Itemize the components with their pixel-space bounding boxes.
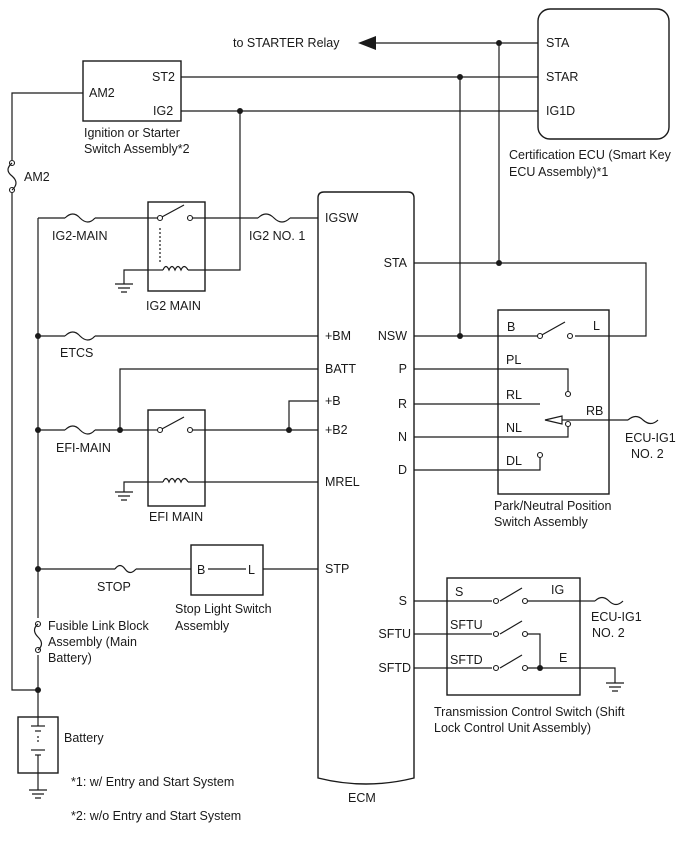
trans-switch-name-1: Transmission Control Switch (Shift [434,705,625,719]
fuse-etcs-label: ETCS [60,346,93,360]
ecm-pin-stp: STP [325,562,349,576]
fuse-ig2-no1-label: IG2 NO. 1 [249,229,305,243]
stop-switch-pin-b: B [197,563,205,577]
fuse-ecu-ig1-trans-icon [594,596,624,606]
cert-pin-sta: STA [546,36,570,50]
pnp-pin-b: B [507,320,515,334]
ecm-pin-d: D [398,463,407,477]
fusible-link-name-1: Fusible Link Block [48,619,149,633]
fuse-etcs-icon [64,331,96,341]
ecm-pin-igsw: IGSW [325,211,359,225]
fuse-am2-label: AM2 [24,170,50,184]
ecm-pin-sftd: SFTD [378,661,411,675]
pnp-pin-pl: PL [506,353,521,367]
relay-ig2-main-label: IG2 MAIN [146,299,201,313]
battery-label: Battery [64,731,104,745]
ecm-pin-nsw: NSW [378,329,407,343]
ground-icon [115,283,133,293]
footnote-2: *2: w/o Entry and Start System [71,809,241,823]
trans-pin-s: S [455,585,463,599]
ecm-pin-bm: +BM [325,329,351,343]
cert-pin-star: STAR [546,70,578,84]
pnp-ecu-ig1-2: NO. 2 [631,447,664,461]
cert-ecu-name-1: Certification ECU (Smart Key [509,148,672,162]
fuse-stop-label: STOP [97,580,131,594]
ignition-switch-box [82,60,182,122]
relay-efi-main-label: EFI MAIN [149,510,203,524]
ecm-name: ECM [348,791,376,805]
ecm-pin-mrel: MREL [325,475,360,489]
ground-icon [606,682,624,692]
stop-switch-box [190,544,264,596]
starter-relay-label: to STARTER Relay [233,36,340,50]
pnp-switch-name-1: Park/Neutral Position [494,499,611,513]
trans-pin-sftd: SFTD [450,653,483,667]
ecm-pin-n: N [398,430,407,444]
ecm-pin-p: P [399,362,407,376]
trans-pin-e: E [559,651,567,665]
pnp-pin-nl: NL [506,421,522,435]
fusible-link-name-2: Assembly (Main [48,635,137,649]
cert-ecu-box [537,8,670,140]
ground-symbols [29,283,624,799]
fusible-link-icon [33,623,43,651]
junction-dots [35,40,543,693]
trans-ecu-ig1-2: NO. 2 [592,626,625,640]
pnp-pin-dl: DL [506,454,522,468]
ecm-pin-s: S [399,594,407,608]
ignition-switch-name-2: Switch Assembly*2 [84,142,190,156]
trans-ecu-ig1-1: ECU-IG1 [591,610,642,624]
fuse-am2-icon [7,162,17,191]
ignition-pin-ig2: IG2 [153,104,173,118]
wires [11,42,647,790]
fuse-ig2-main-icon [64,213,96,223]
arrow-left-icon [358,36,376,50]
pnp-pin-l: L [593,319,600,333]
ig2-main-relay-box [147,201,206,292]
ecm-pin-r: R [398,397,407,411]
ignition-pin-st2: ST2 [152,70,175,84]
pnp-ecu-ig1-1: ECU-IG1 [625,431,676,445]
fuse-ig2-main-label: IG2-MAIN [52,229,108,243]
fuse-ig2-no1-icon [257,213,291,223]
ignition-pin-am2: AM2 [89,86,115,100]
ecm-pin-b: +B [325,394,341,408]
cert-pin-ig1d: IG1D [546,104,575,118]
ecm-pin-sftu: SFTU [378,627,411,641]
trans-switch-name-2: Lock Control Unit Assembly) [434,721,591,735]
fuse-symbols [7,162,659,651]
fuse-ecu-ig1-pnp-icon [627,415,659,425]
ground-icon [29,789,47,799]
pnp-pin-rl: RL [506,388,522,402]
efi-main-relay-box [147,409,206,507]
stop-switch-name-2: Assembly [175,619,230,633]
pnp-pin-rb: RB [586,404,603,418]
fuse-efi-main-icon [64,425,96,435]
ecm-pin-batt: BATT [325,362,356,376]
ground-icon [115,491,133,501]
contact-points [8,159,574,672]
trans-pin-sftu: SFTU [450,618,483,632]
pnp-switch-box [497,309,610,495]
switch-contacts [31,204,609,773]
ecm-pin-sta: STA [384,256,408,270]
ecm-pin-b2: +B2 [325,423,348,437]
fusible-link-name-3: Battery) [48,651,92,665]
cert-ecu-name-2: ECU Assembly)*1 [509,165,608,179]
trans-pin-ig: IG [551,583,564,597]
fuse-stop-icon [114,564,137,574]
ignition-switch-name-1: Ignition or Starter [84,126,180,140]
footnote-1: *1: w/ Entry and Start System [71,775,234,789]
stop-switch-pin-l: L [248,563,255,577]
stop-switch-name-1: Stop Light Switch [175,602,272,616]
ecm-box [317,191,415,785]
trans-switch-box [446,577,581,696]
fuse-efi-main-label: EFI-MAIN [56,441,111,455]
pnp-switch-name-2: Switch Assembly [494,515,589,529]
